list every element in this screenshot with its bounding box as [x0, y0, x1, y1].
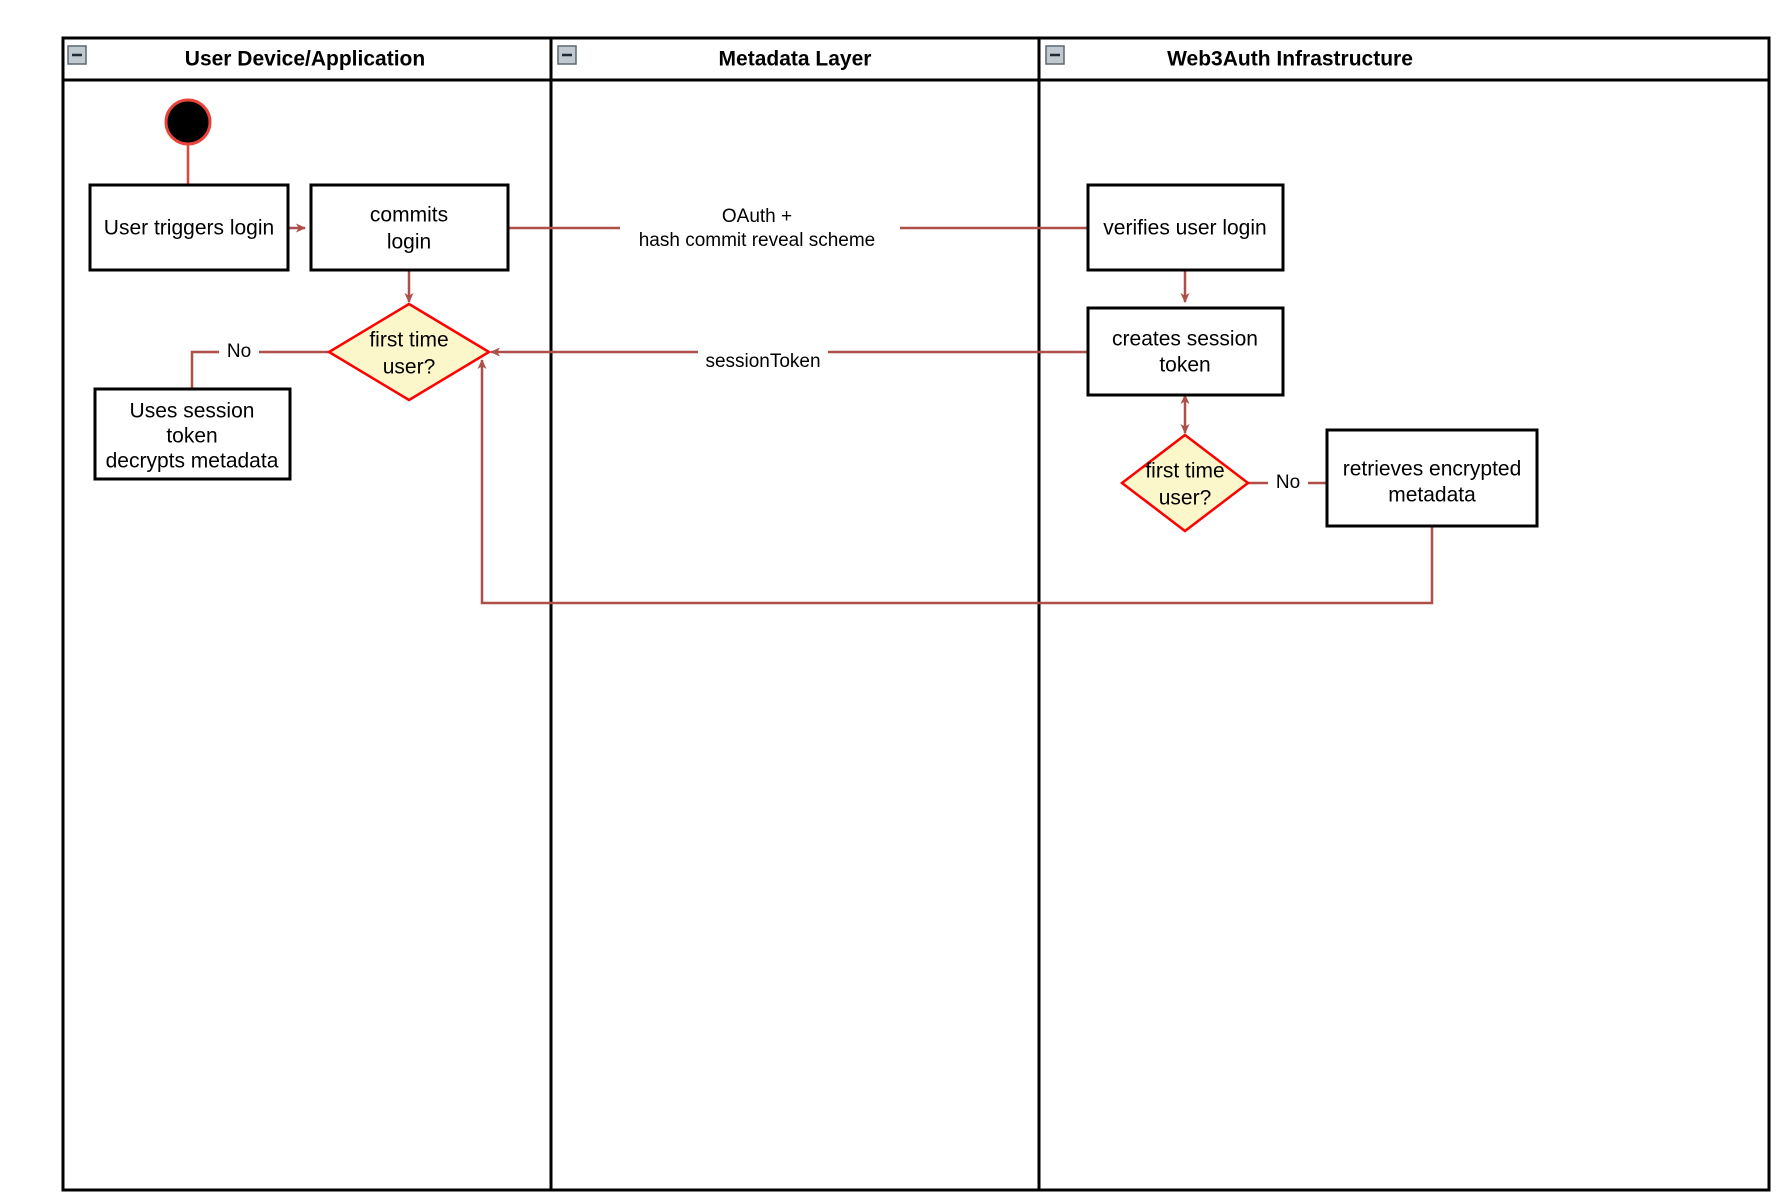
node-user-triggers-login[interactable]: User triggers login — [88, 183, 290, 272]
edge-retrieves-metadata-return-to-decision-left — [477, 359, 1434, 605]
edge-label-oauth-line1: OAuth + — [722, 206, 792, 227]
lane-header-web3auth[interactable]: Web3Auth Infrastructure — [1045, 45, 1413, 71]
edge-label-session-token-text: sessionToken — [705, 351, 820, 372]
lane-header-user-device[interactable]: User Device/Application — [67, 45, 425, 71]
lane-title-user-device: User Device/Application — [185, 48, 425, 71]
node-uses-session-token-line2: token — [166, 425, 217, 448]
decision-first-time-user-left-line1: first time — [369, 329, 448, 352]
node-retrieves-encrypted-metadata-line1: retrieves encrypted — [1343, 458, 1522, 481]
lane-header-metadata[interactable]: Metadata Layer — [557, 45, 872, 71]
edge-label-oauth-line2: hash commit reveal scheme — [639, 230, 876, 251]
node-uses-session-token-line3: decrypts metadata — [106, 450, 279, 473]
decision-first-time-user-left[interactable]: first time user? — [326, 302, 492, 402]
edge-label-session-token: sessionToken — [698, 341, 828, 372]
decision-first-time-user-left-line2: user? — [383, 356, 436, 379]
node-verifies-user-login-label: verifies user login — [1103, 217, 1266, 240]
edge-decision-left-no-to-uses-session-token — [190, 350, 344, 389]
node-uses-session-token[interactable]: Uses session token decrypts metadata — [93, 387, 292, 481]
decision-first-time-user-right-line1: first time — [1145, 460, 1224, 483]
node-retrieves-encrypted-metadata-line2: metadata — [1388, 484, 1476, 507]
node-user-triggers-login-label: User triggers login — [104, 217, 274, 240]
node-creates-session-token-line1: creates session — [1112, 328, 1258, 351]
node-commits-login-line1: commits — [370, 204, 448, 227]
edge-label-no-right: No — [1268, 471, 1308, 495]
edge-label-no-left-text: No — [227, 341, 251, 362]
edge-label-oauth: OAuth + hash commit reveal scheme — [620, 200, 900, 256]
node-retrieves-encrypted-metadata[interactable]: retrieves encrypted metadata — [1325, 428, 1539, 528]
node-commits-login[interactable]: commits login — [309, 183, 510, 272]
decision-first-time-user-right[interactable]: first time user? — [1119, 433, 1251, 533]
decision-first-time-user-right-line2: user? — [1159, 487, 1212, 510]
node-creates-session-token-line2: token — [1159, 354, 1210, 377]
node-uses-session-token-line1: Uses session — [130, 400, 255, 423]
lane-title-metadata: Metadata Layer — [719, 48, 872, 71]
node-creates-session-token[interactable]: creates session token — [1086, 306, 1285, 397]
node-commits-login-line2: login — [387, 231, 431, 254]
lane-title-web3auth: Web3Auth Infrastructure — [1167, 48, 1413, 71]
edge-label-no-right-text: No — [1276, 472, 1300, 493]
node-verifies-user-login[interactable]: verifies user login — [1086, 183, 1285, 272]
edge-label-no-left: No — [219, 340, 259, 364]
start-node[interactable] — [164, 98, 212, 146]
